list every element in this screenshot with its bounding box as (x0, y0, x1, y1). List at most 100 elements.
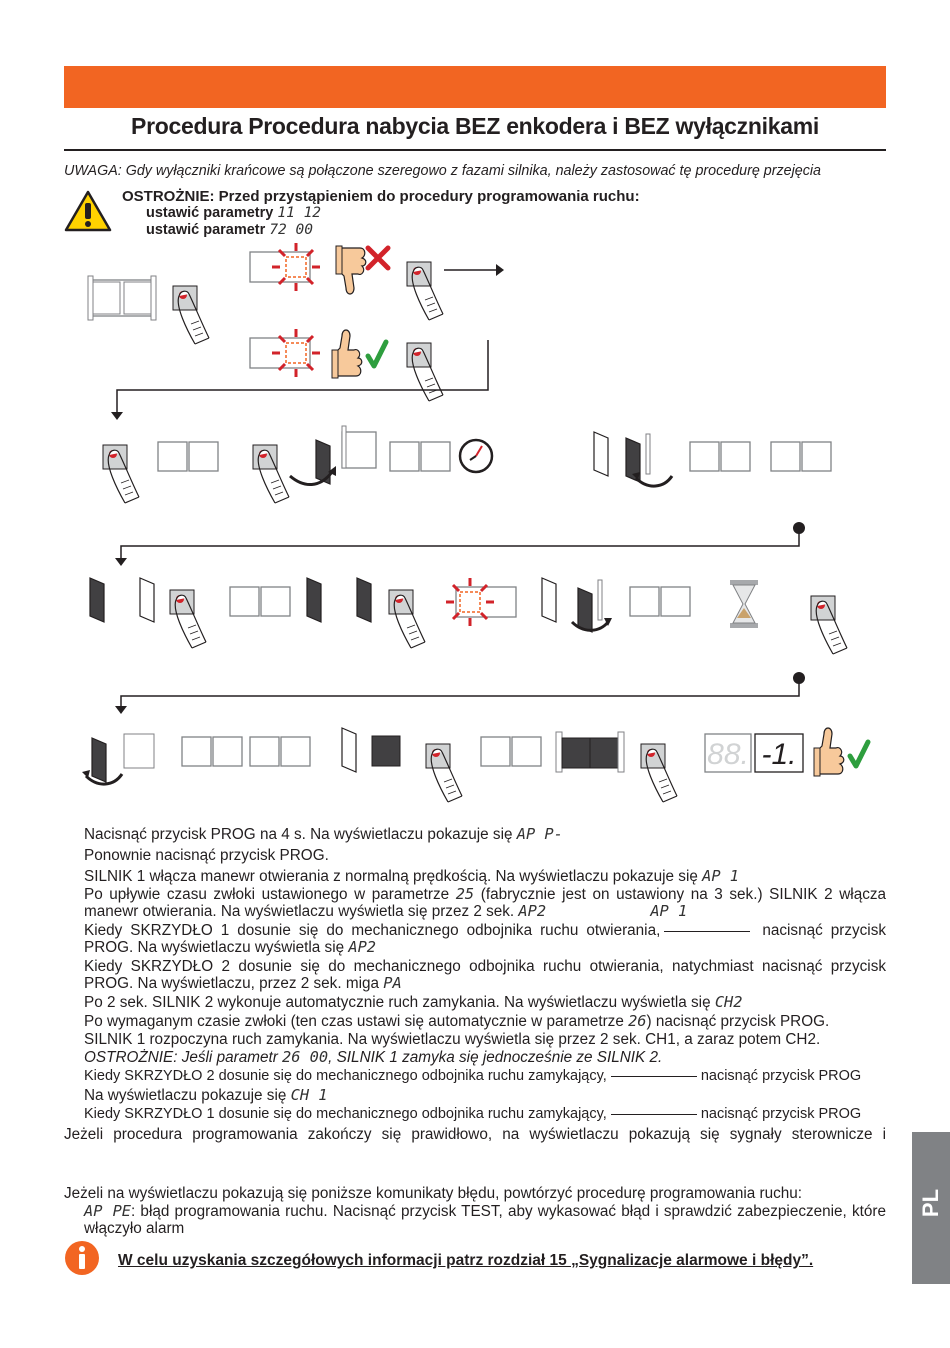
step-3-text: SILNIK 1 włącza manewr otwierania z norm… (84, 868, 698, 885)
display-empty (389, 441, 451, 472)
step-9: SILNIK 1 rozpoczyna ruch zamykania. Na w… (84, 1031, 821, 1048)
reference-note: W celu uzyskania szczegółowych informacj… (118, 1252, 814, 1269)
step-10-text-a: OSTROŻNIE: Jeśli parametr (84, 1049, 278, 1066)
finger-press-icon (102, 444, 140, 504)
finger-press-icon (388, 589, 426, 649)
arrow-right (444, 264, 504, 276)
step-5-text-a: Kiedy SKRZYDŁO 1 dosunie się do mechanic… (84, 922, 661, 939)
display-empty (480, 736, 542, 767)
display-empty (229, 586, 291, 617)
connector-line-3 (115, 672, 805, 714)
finger-press-icon (425, 743, 463, 803)
step-8: Po wymaganym czasie zwłoki (ten czas ust… (84, 1012, 886, 1030)
step-5-code: AP2 (348, 938, 377, 957)
step-10-code: 26 00 (282, 1048, 329, 1066)
finger-press-icon (169, 589, 207, 649)
gate-closing-1 (82, 733, 155, 786)
caution-line-1-text: ustawić parametry (146, 205, 274, 221)
error-item: AP PE: błąd programowania ruchu. Nacisną… (84, 1202, 886, 1238)
language-tab (912, 1132, 950, 1284)
thumbs-down-icon (335, 245, 367, 295)
finger-press-icon (406, 261, 444, 321)
blinking-display-3 (444, 576, 517, 628)
error-text: : błąd programowania ruchu. Nacisnąć prz… (84, 1203, 886, 1238)
finger-press-icon (252, 444, 290, 504)
step-11-text-b: nacisnąć przycisk PROG (700, 1068, 862, 1084)
step-10-text-b: , SILNIK 1 zamyka się jednocześnie ze SI… (328, 1049, 663, 1066)
step-12-text: Na wyświetlaczu pokazuje się (84, 1087, 287, 1104)
display-empty (157, 441, 219, 472)
hourglass-icon (730, 580, 758, 628)
closed-gate-1 (87, 275, 157, 321)
step-5-text-b: nacisnąć przycisk PROG. Na wyświetlaczu … (84, 922, 886, 957)
blank-line (610, 1113, 697, 1116)
step-11: Kiedy SKRZYDŁO 2 dosunie się do mechanic… (84, 1068, 886, 1085)
procedure-diagram: 88. -1. (82, 241, 871, 803)
display-empty (249, 736, 311, 767)
gate-closed (555, 731, 625, 773)
display-empty (770, 441, 832, 472)
caution-code-2: 72 00 (269, 222, 313, 238)
display-right-digits: -1. (761, 738, 796, 771)
step-8-text-b: ) nacisnąć przycisk PROG. (646, 1013, 830, 1030)
step-1-text: Nacisnąć przycisk PROG na 4 s. Na wyświe… (84, 826, 513, 843)
page-title: Procedura Procedura nabycia BEZ enkodera… (131, 113, 819, 139)
step-12: Na wyświetlaczu pokazuje się CH 1 (84, 1086, 886, 1104)
step-1: Nacisnąć przycisk PROG na 4 s. Na wyświe… (84, 825, 886, 843)
step-12-code: CH 1 (290, 1086, 328, 1104)
ok-check-icon (847, 739, 871, 769)
title-rule (64, 149, 886, 151)
gate-opening-2 (593, 431, 674, 488)
finger-press-icon (640, 743, 678, 803)
info-icon (65, 1241, 99, 1275)
step-6: Kiedy SKRZYDŁO 2 dosunie się do mechanic… (84, 958, 886, 993)
blinking-display-2 (249, 327, 322, 379)
step-8-code: 26 (628, 1012, 647, 1030)
gate-state-a (89, 577, 155, 623)
step-3-code: AP 1 (702, 867, 739, 885)
finger-press-icon (172, 285, 210, 345)
thumbs-up-icon (813, 727, 845, 777)
finger-press-icon (810, 595, 848, 655)
header-bar (64, 66, 886, 108)
blinking-display-1 (249, 241, 322, 293)
step-2: Ponownie nacisnąć przycisk PROG. (84, 847, 329, 864)
warning-icon (64, 190, 112, 232)
finger-press-icon (406, 342, 444, 402)
ok-check-icon (365, 339, 389, 369)
thumbs-up-icon (331, 329, 363, 379)
step-14: Jeżeli procedura programowania zakończy … (64, 1126, 886, 1143)
blank-line (610, 1075, 697, 1078)
step-7: Po 2 sek. SILNIK 2 wykonuje automatyczni… (84, 993, 886, 1011)
step-13: Kiedy SKRZYDŁO 1 dosunie się do mechanic… (84, 1106, 886, 1123)
step-13-text-b: nacisnąć przycisk PROG (700, 1106, 862, 1122)
display-empty (689, 441, 751, 472)
gate-opening-1 (289, 425, 377, 486)
step-4-code: 25 (455, 885, 475, 903)
gate-state-b (306, 577, 372, 623)
connector-line-1 (111, 340, 489, 420)
caution-line-2: ustawić parametr 72 00 (146, 222, 313, 238)
caution-line-2-text: ustawić parametr (146, 222, 266, 238)
seven-segment-display: 88. -1. (704, 733, 804, 773)
step-7-code: CH2 (714, 993, 743, 1011)
step-4-text-b: (fabrycznie jest on ustawiony na 3 sek.)… (84, 886, 887, 921)
step-6-text: Kiedy SKRZYDŁO 2 dosunie się do mechanic… (84, 958, 886, 993)
step-4-code-2: AP2 (518, 902, 547, 921)
display-left-digits: 88. (707, 738, 749, 771)
step-7-text: Po 2 sek. SILNIK 2 wykonuje automatyczni… (84, 994, 711, 1011)
error-code: AP PE (84, 1202, 131, 1220)
clock-icon (458, 438, 494, 474)
step-11-text-a: Kiedy SKRZYDŁO 2 dosunie się do mechanic… (84, 1068, 607, 1084)
gate-closing-2 (541, 577, 612, 633)
step-8-text-a: Po wymaganym czasie zwłoki (ten czas ust… (84, 1013, 624, 1030)
step-3: SILNIK 1 włącza manewr otwierania z norm… (84, 867, 886, 885)
connector-line-2 (115, 522, 805, 566)
step-4-code-3: AP 1 (650, 902, 688, 921)
blank-line (664, 930, 751, 932)
step-1-code: AP P- (516, 825, 563, 843)
display-empty (181, 736, 243, 767)
step-6-code: PA (383, 974, 402, 993)
step-13-text-a: Kiedy SKRZYDŁO 1 dosunie się do mechanic… (84, 1106, 607, 1122)
gate-state-c (341, 727, 401, 773)
